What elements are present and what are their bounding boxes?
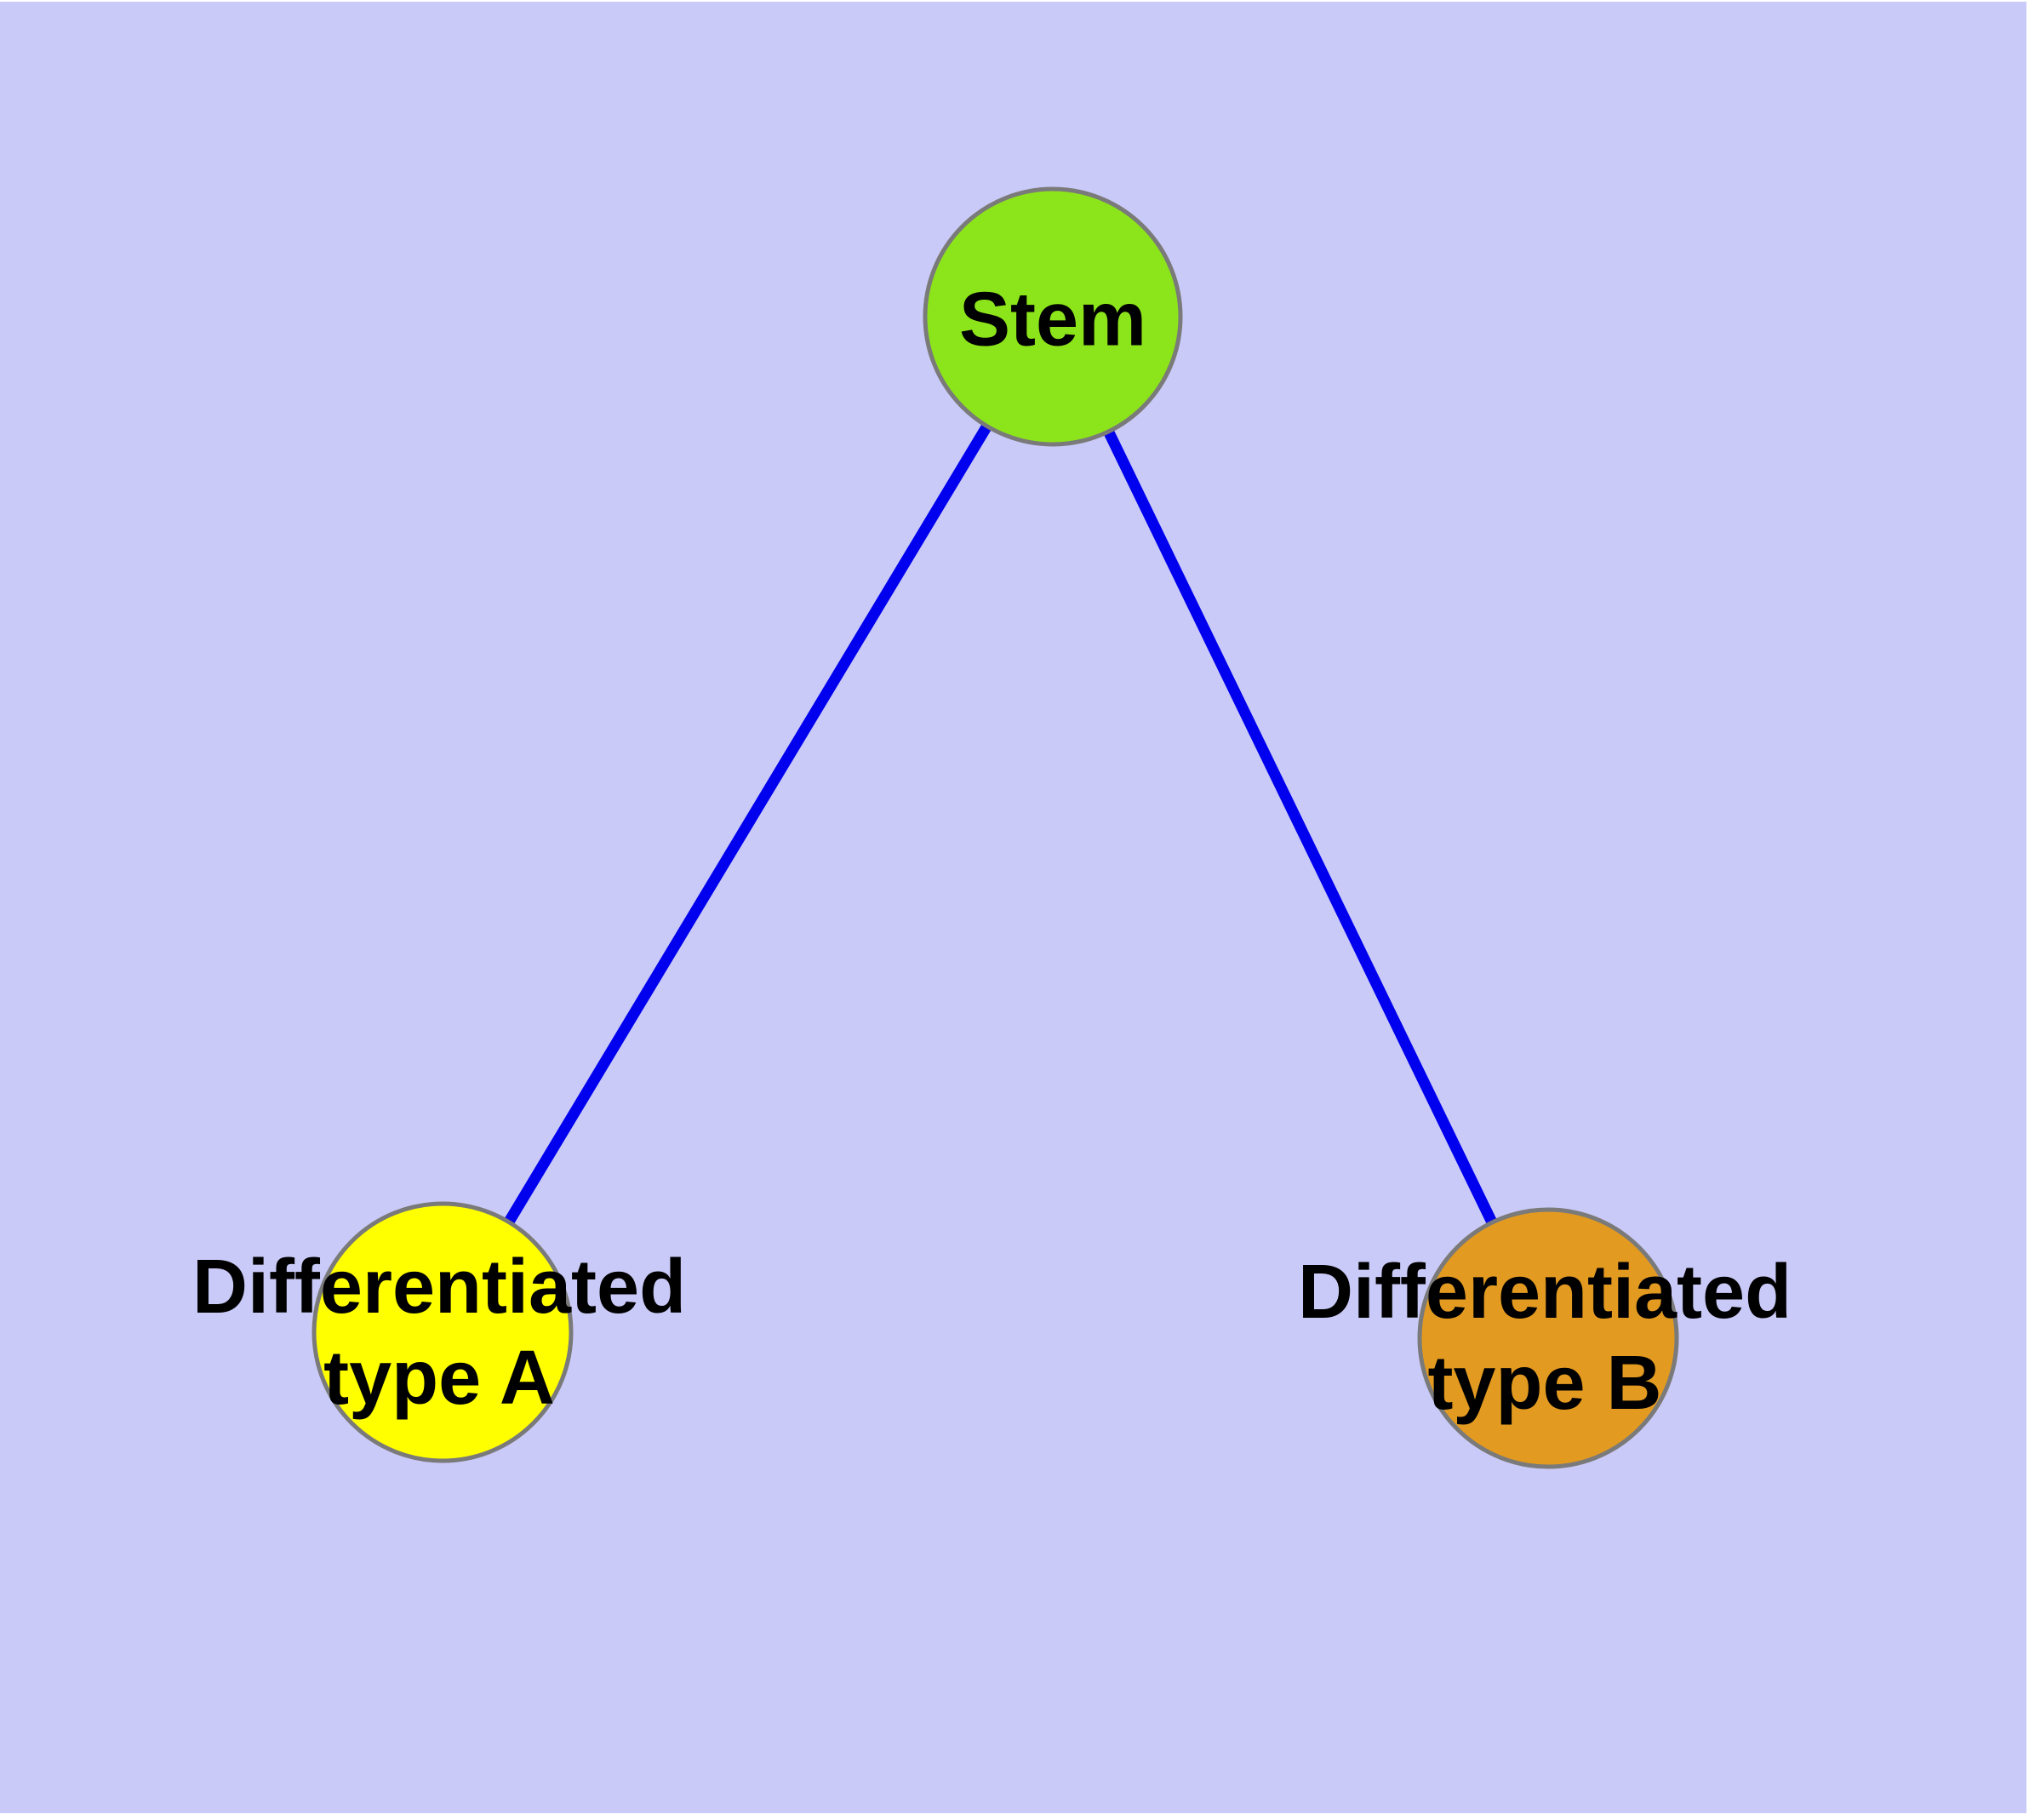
stem-node (923, 186, 1183, 447)
type-b-label-line-1: Differentiated (1297, 1250, 1792, 1335)
type-a-label-line-1: Differentiated (191, 1245, 687, 1330)
differentiated-type-a-node-label: Differentiated type A (192, 1242, 686, 1424)
type-b-label-line-2: type B (1427, 1341, 1662, 1426)
differentiated-type-b-node (1417, 1207, 1679, 1469)
differentiated-type-a-node (311, 1201, 574, 1463)
edge-stem-to-type-a (437, 313, 1058, 1336)
differentiated-type-b-node-label: Differentiated type B (1298, 1247, 1792, 1429)
edge-stem-to-type-b (1048, 314, 1553, 1341)
stem-node-label-text: Stem (958, 277, 1147, 363)
type-a-label-line-2: type A (323, 1336, 555, 1421)
stem-node-label: Stem (959, 275, 1146, 366)
